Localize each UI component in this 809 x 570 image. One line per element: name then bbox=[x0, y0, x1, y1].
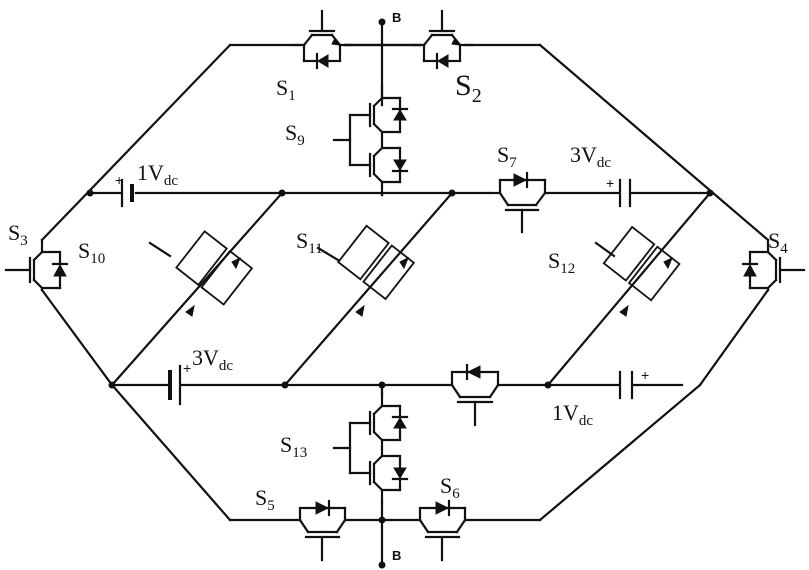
label-s3: S3 bbox=[8, 220, 28, 249]
source-3vdc-top bbox=[618, 178, 632, 208]
switch-s6 bbox=[418, 499, 467, 562]
label-1vdc-top: 1Vdc bbox=[137, 160, 178, 189]
switch-s1 bbox=[290, 9, 354, 70]
label-node-bottom: B bbox=[392, 548, 401, 563]
switch-s13 bbox=[332, 383, 409, 569]
polarity-3vdc-top: + bbox=[606, 175, 614, 191]
switch-s12 bbox=[594, 225, 681, 317]
label-s5: S5 bbox=[255, 485, 275, 514]
source-3vdc-bottom bbox=[168, 364, 182, 406]
label-3vdc-bottom: 3Vdc bbox=[192, 345, 233, 374]
switch-s7 bbox=[488, 171, 547, 234]
switch-s5 bbox=[298, 499, 347, 562]
polarity-1vdc-bottom: + bbox=[641, 367, 649, 383]
label-1vdc-bottom: 1Vdc bbox=[552, 400, 593, 429]
polarity-1vdc-top: + bbox=[115, 172, 123, 188]
label-s2: S2 bbox=[455, 69, 482, 107]
lower-rail bbox=[108, 381, 684, 389]
label-s6: S6 bbox=[440, 473, 460, 502]
label-s7: S7 bbox=[497, 142, 517, 171]
source-1vdc-bottom bbox=[618, 370, 634, 400]
switch-s9 bbox=[332, 83, 409, 197]
switch-s2 bbox=[410, 9, 474, 70]
switch-s3 bbox=[4, 238, 69, 292]
switch-s4 bbox=[741, 238, 806, 292]
label-node-top: B bbox=[392, 10, 401, 25]
label-s13: S13 bbox=[280, 432, 307, 461]
label-s1: S1 bbox=[276, 75, 296, 104]
switch-s10 bbox=[148, 230, 254, 317]
polarity-3vdc-bottom: + bbox=[183, 360, 191, 376]
label-s10: S10 bbox=[78, 238, 105, 267]
switch-s11 bbox=[316, 224, 416, 317]
label-s4: S4 bbox=[768, 228, 788, 257]
diagonal-branches bbox=[110, 191, 712, 387]
source-1vdc-top bbox=[120, 178, 134, 208]
label-3vdc-top: 3Vdc bbox=[570, 142, 611, 171]
label-s12: S12 bbox=[548, 248, 575, 277]
label-s9: S9 bbox=[285, 120, 305, 149]
label-s11: S11 bbox=[296, 228, 323, 257]
switch-lower-rail bbox=[450, 363, 500, 427]
outer-frame bbox=[40, 43, 770, 522]
